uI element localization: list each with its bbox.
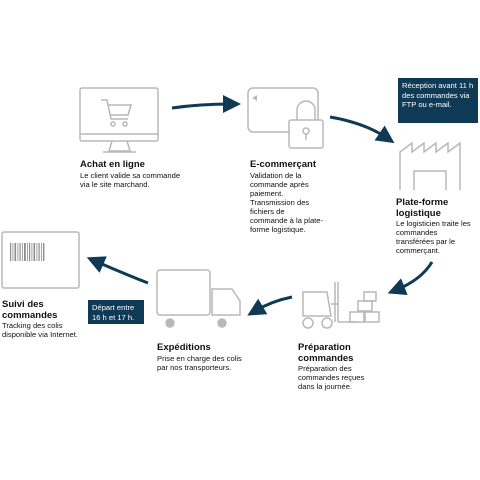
flow-arrow-3	[387, 261, 434, 296]
flow-arrow-1	[171, 95, 241, 114]
step-description: Le logisticien traite les commandes tran…	[396, 219, 471, 255]
step-description: Tracking des colis disponible via Intern…	[2, 321, 78, 339]
step-title: Préparation commandes	[298, 342, 354, 364]
step-merchant: E-commerçant Validation de la commande a…	[250, 159, 324, 234]
step-title: Expéditions	[157, 342, 211, 353]
departure-callout: Départ entre 16 h et 17 h.	[88, 300, 144, 324]
computer-cart-icon	[79, 87, 159, 153]
step-logistics-platform: Plate-forme logistique Le logisticien tr…	[396, 197, 476, 255]
warehouse-icon	[399, 141, 461, 190]
step-shipping: Expéditions Prise en charge des colis pa…	[157, 342, 243, 372]
step-description: Validation de la commande après paiement…	[250, 170, 324, 234]
forklift-icon	[302, 282, 380, 329]
card-padlock-icon	[247, 87, 324, 149]
step-title: E-commerçant	[250, 159, 316, 170]
reception-callout: Réception avant 11 h des commandes via F…	[398, 78, 478, 123]
step-description: Préparation des commandes reçues dans la…	[298, 364, 365, 391]
step-online-purchase: Achat en ligne Le client valide sa comma…	[80, 159, 190, 189]
step-order-preparation: Préparation commandes Préparation des co…	[298, 342, 382, 391]
barcode-label-icon	[1, 231, 80, 289]
truck-icon	[156, 269, 241, 328]
step-title: Suivi des commandes	[2, 299, 58, 321]
step-order-tracking: Suivi des commandes Tracking des colis d…	[2, 299, 82, 339]
flow-arrow-5	[86, 256, 149, 285]
step-description: Prise en charge des colis par nos transp…	[157, 353, 242, 372]
step-description: Le client valide sa commande via le site…	[80, 170, 181, 189]
step-title: Achat en ligne	[80, 159, 145, 170]
flow-arrow-2	[329, 115, 395, 144]
step-title: Plate-forme logistique	[396, 197, 449, 219]
flow-arrow-4	[247, 295, 293, 316]
